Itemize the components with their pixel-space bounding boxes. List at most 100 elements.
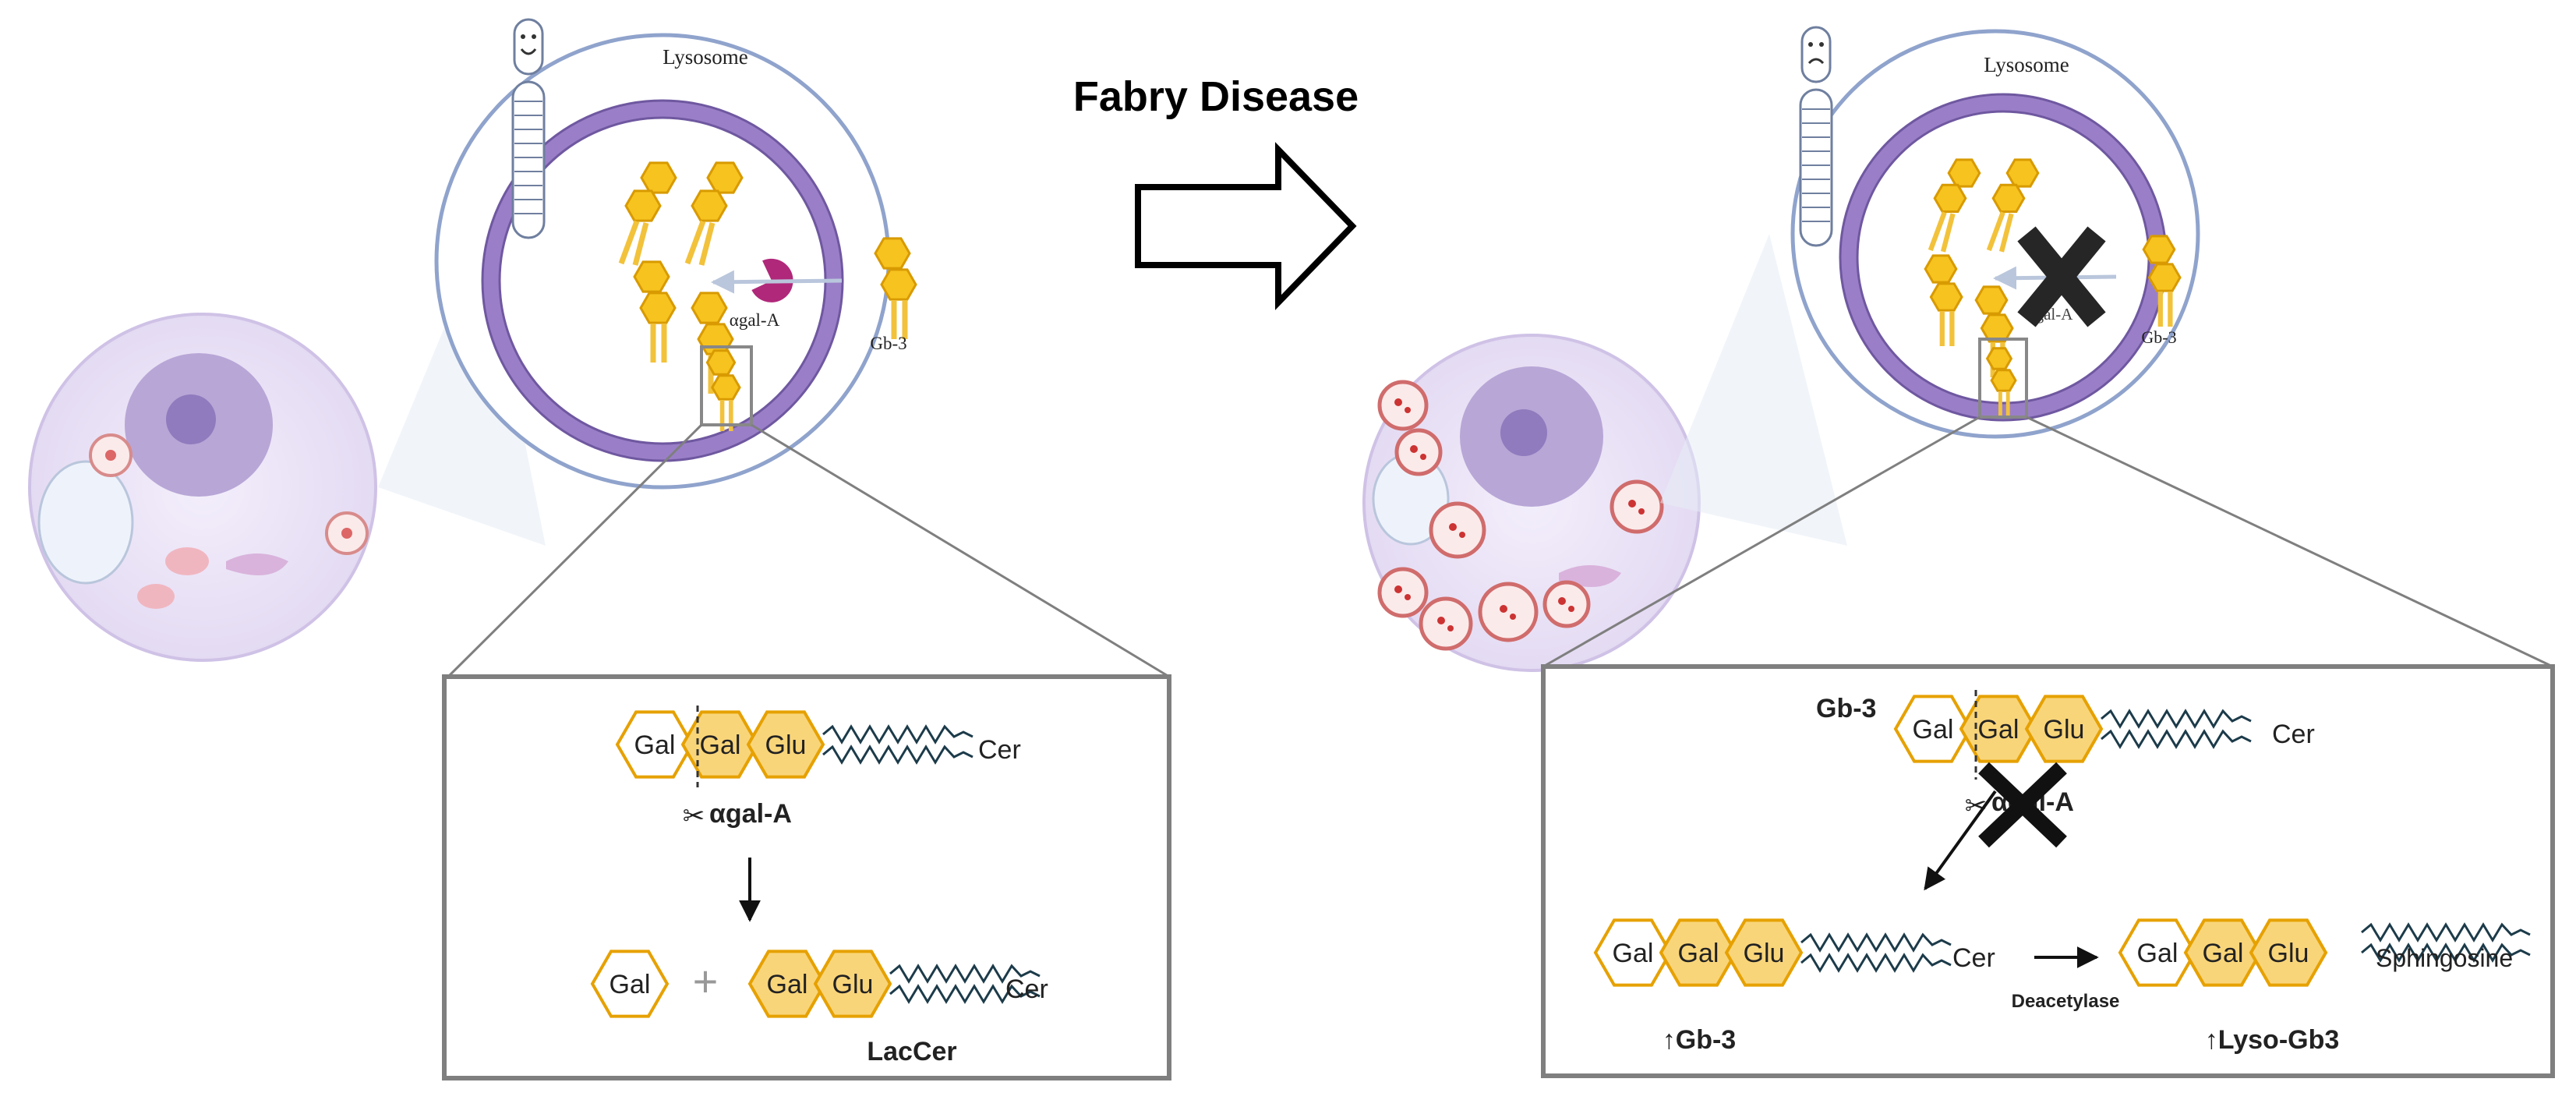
glyco-r2-h2 — [1991, 183, 2026, 213]
healthy-substrate-sugar-0-hexagon — [615, 710, 694, 779]
transition-arrow — [1135, 142, 1357, 310]
disease-accum-label: ↑Gb-3 — [1663, 1025, 1736, 1055]
vacuole-2-dot2 — [1459, 532, 1465, 538]
lyso-sugar-1-hexagon — [2183, 918, 2263, 987]
disease-glycolipids — [1924, 158, 2182, 419]
glyco-l1-tail2 — [632, 222, 649, 266]
glyco-l1-h1 — [640, 161, 677, 194]
chromosome-l-top — [513, 18, 544, 76]
healthy-product-sugar-0-label: Gal — [767, 970, 808, 999]
disease-reaction: Gb-3GalGalGluCer✂αgal-AGalGalGluCer↑Gb-3… — [1593, 690, 2531, 1055]
vacuole-0-dot1 — [1394, 398, 1402, 406]
glyco-l5-h2 — [880, 268, 917, 301]
glyco-r1-tail2 — [1940, 213, 1956, 253]
glyco-l2-h1 — [706, 161, 744, 194]
healthy-substrate-sugar-2-hexagon — [746, 710, 825, 779]
glyco-l3-h2 — [639, 292, 677, 324]
glyco-r4-h1 — [1974, 285, 2009, 315]
disease-accum-sugar-1-hexagon — [1659, 918, 1738, 987]
healthy-product-gal-hexagon — [590, 950, 670, 1018]
glyco-r1-h2 — [1933, 183, 1967, 213]
chromosome-r-eye-r — [1819, 42, 1824, 47]
disease-accum-sugar-2-hexagon — [1724, 918, 1804, 987]
healthy-product-name: LacCer — [867, 1037, 956, 1066]
glyco-r1-h1 — [1947, 158, 1981, 188]
vacuole-7-dot1 — [1628, 500, 1636, 508]
disease-substrate-lipid-chain-1 — [2101, 729, 2252, 749]
healthy-glycolipids — [618, 161, 917, 431]
healthy-substrate-sugar-1-hexagon — [680, 710, 760, 779]
vacuole-2-dot1 — [1449, 523, 1457, 531]
lyso-sphingosine-chain-0 — [2361, 922, 2531, 943]
disease-substrate-lipid-chain-0 — [2101, 709, 2252, 729]
glyco-r6-h2 — [1990, 369, 2017, 392]
glyco-l1-tail1 — [618, 220, 640, 265]
lyso-sphingosine-label: Sphingosine — [2376, 944, 2513, 972]
vacuole-0-dot2 — [1405, 407, 1411, 413]
disease-enzyme-blocked-icon — [2017, 226, 2106, 327]
chromosome-l-eye-r — [532, 34, 536, 39]
lyso-sugar-2-label: Glu — [2268, 939, 2309, 968]
healthy-product-lipid-chain-1 — [889, 984, 1041, 1004]
healthy-product-lipid-label: Cer — [1005, 974, 1048, 1004]
glyco-l6-h1 — [705, 349, 737, 376]
glyco-l2-tail2 — [698, 222, 716, 266]
glyco-l2-tail1 — [684, 220, 706, 265]
scissors-icon: ✂ — [683, 801, 705, 831]
glyco-r2-tail1 — [1986, 211, 2005, 252]
vacuole-7 — [1610, 479, 1664, 534]
lyso-sphingosine-chain-1 — [2361, 943, 2531, 963]
disease-substrate-sugar-1-label: Gal — [1978, 715, 2019, 744]
glyco-r2-tail2 — [1998, 213, 2014, 253]
glyco-r3-h1 — [1924, 254, 1958, 284]
healthy-product-gal-label: Gal — [610, 970, 651, 999]
lyso-sugar-0-hexagon — [2118, 918, 2197, 987]
healthy-product-sugar-1-hexagon — [813, 950, 892, 1018]
glyco-r1-tail1 — [1928, 211, 1947, 252]
glyco-l5-h1 — [874, 237, 911, 270]
disease-panel: Lysosome αgal-A Gb-3 Gb-3GalGalGluCer✂αg… — [1362, 26, 2555, 1078]
healthy-enzyme-label: αgal-A — [730, 310, 780, 330]
disease-substrate-lipid-label: Cer — [2272, 720, 2315, 749]
chromosome-l-mouth — [520, 48, 537, 55]
vacuole-5 — [1542, 580, 1591, 628]
glyco-r4-h2 — [1980, 313, 2014, 343]
disease-block-cross-b — [1978, 762, 2067, 848]
chromosome-l-eye-l — [521, 34, 525, 39]
disease-substrate-sugar-1-hexagon — [1959, 695, 2038, 763]
vacuole-6-dot2 — [1510, 614, 1516, 620]
disease-accum-sugar-2-label: Glu — [1744, 939, 1785, 968]
lyso-sugar-0-label: Gal — [2137, 939, 2178, 968]
disease-substrate-sugar-2-hexagon — [2024, 695, 2104, 763]
disease-accum-sugar-0-hexagon — [1593, 918, 1673, 987]
disease-accum-lipid-label: Cer — [1952, 943, 1995, 973]
vacuole-1-dot1 — [1410, 445, 1418, 453]
vacuole-3-dot2 — [1405, 594, 1411, 600]
vacuole-6-dot1 — [1500, 605, 1507, 613]
glyco-r6-h1 — [1985, 347, 2013, 370]
healthy-substrate-lipid-chain-1 — [822, 744, 974, 765]
healthy-reaction-enzyme-label: αgal-A — [709, 799, 792, 829]
healthy-product-sugar-0-hexagon — [747, 950, 827, 1018]
vacuole-4-dot2 — [1447, 625, 1454, 631]
glyco-l4-h1 — [691, 292, 728, 324]
disease-accum-lipid-chain-1 — [1800, 953, 1952, 973]
vacuole-6 — [1478, 582, 1539, 642]
vacuole-1 — [1394, 428, 1443, 476]
disease-lysosome-label: Lysosome — [1984, 53, 2069, 76]
disease-substrate-sugar-0-label: Gal — [1913, 715, 1954, 744]
vacuole-5-dot1 — [1558, 597, 1566, 605]
disease-chromosome — [1799, 26, 1833, 247]
healthy-substrate-lipid-label: Cer — [978, 735, 1021, 765]
disease-zoom-frame — [1978, 338, 2028, 419]
vacuole-2 — [1429, 501, 1486, 559]
chromosome-r-eye-l — [1808, 42, 1813, 47]
vacuole-7-dot2 — [1638, 508, 1645, 515]
lyso-sugar-1-label: Gal — [2203, 939, 2244, 968]
disease-cell — [1362, 334, 1701, 672]
plus-sign: + — [693, 957, 719, 1006]
